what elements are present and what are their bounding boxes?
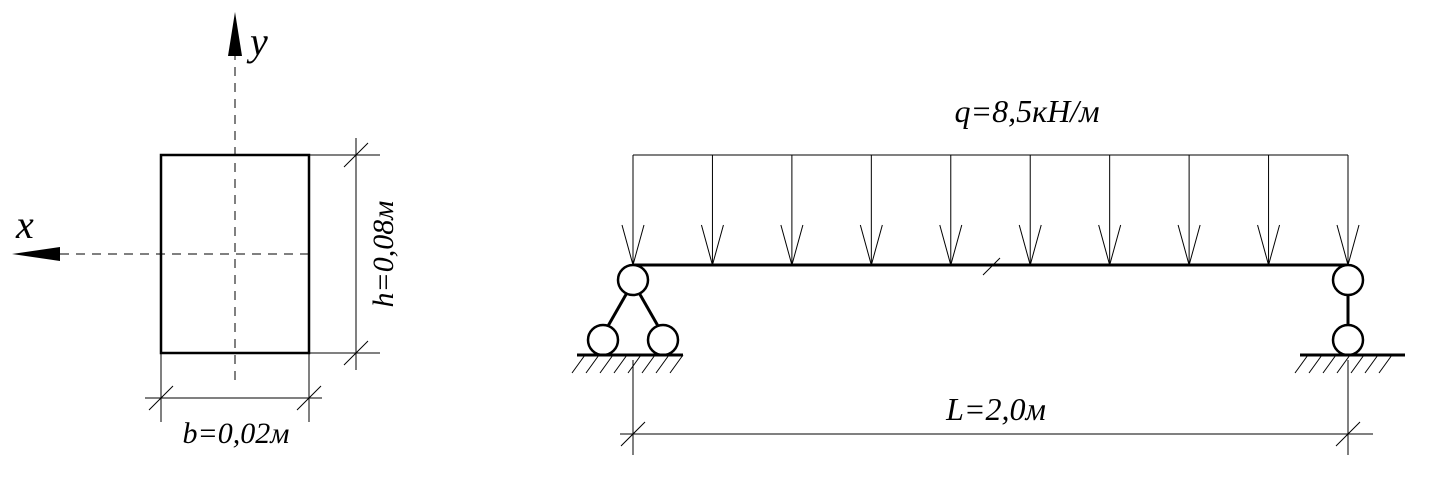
ground-hatch-line bbox=[1294, 354, 1309, 374]
load-arrow-icon bbox=[700, 155, 724, 266]
y-axis-label: y bbox=[246, 19, 268, 64]
x-axis-label: x bbox=[15, 202, 34, 247]
beam-diagram: q=8,5кН/м L=2 bbox=[571, 93, 1405, 455]
width-dimension bbox=[145, 353, 322, 422]
span-label: L=2,0м bbox=[945, 391, 1046, 427]
load-arrow-icon bbox=[780, 155, 804, 266]
ground-hatch-line bbox=[627, 354, 642, 374]
load-arrow-icon bbox=[1018, 155, 1042, 266]
right-roller-support bbox=[1294, 263, 1405, 374]
left-pinned-support bbox=[571, 263, 684, 374]
load-arrow-icon bbox=[939, 155, 963, 266]
load-arrow-icon bbox=[621, 155, 645, 266]
ground-hatch-line bbox=[641, 354, 656, 374]
load-arrow-icon bbox=[1257, 155, 1281, 266]
x-axis-arrow-icon bbox=[12, 247, 60, 261]
ground-hatch-line bbox=[1364, 354, 1379, 374]
ground-hatch-line bbox=[655, 354, 670, 374]
height-dimension bbox=[309, 138, 380, 370]
y-axis-arrow-icon bbox=[228, 12, 242, 56]
load-arrow-icon bbox=[1098, 155, 1122, 266]
beam-tick-mark bbox=[982, 257, 1001, 276]
height-label: h=0,08м bbox=[367, 201, 400, 308]
ground-hatch-line bbox=[585, 354, 600, 374]
ground-hatch-line bbox=[1322, 354, 1337, 374]
span-dimension bbox=[620, 360, 1373, 455]
ground-hatch-line bbox=[1336, 354, 1351, 374]
load-arrow-icon bbox=[1336, 155, 1360, 266]
width-label: b=0,02м bbox=[183, 417, 290, 450]
load-label: q=8,5кН/м bbox=[955, 93, 1100, 129]
ground-hatch-line bbox=[613, 354, 628, 374]
ground-hatch-line bbox=[571, 354, 586, 374]
distributed-load bbox=[621, 154, 1360, 266]
ground-hatch-line bbox=[599, 354, 614, 374]
ground-hatch-line bbox=[1308, 354, 1323, 374]
load-arrow-icon bbox=[859, 155, 883, 266]
ground-hatch-line bbox=[669, 354, 684, 374]
ground-hatch-line bbox=[1378, 354, 1393, 374]
cross-section: y x h=0,08м b=0,02м bbox=[12, 12, 400, 450]
ground-hatch-line bbox=[1350, 354, 1365, 374]
load-arrow-icon bbox=[1177, 155, 1201, 266]
